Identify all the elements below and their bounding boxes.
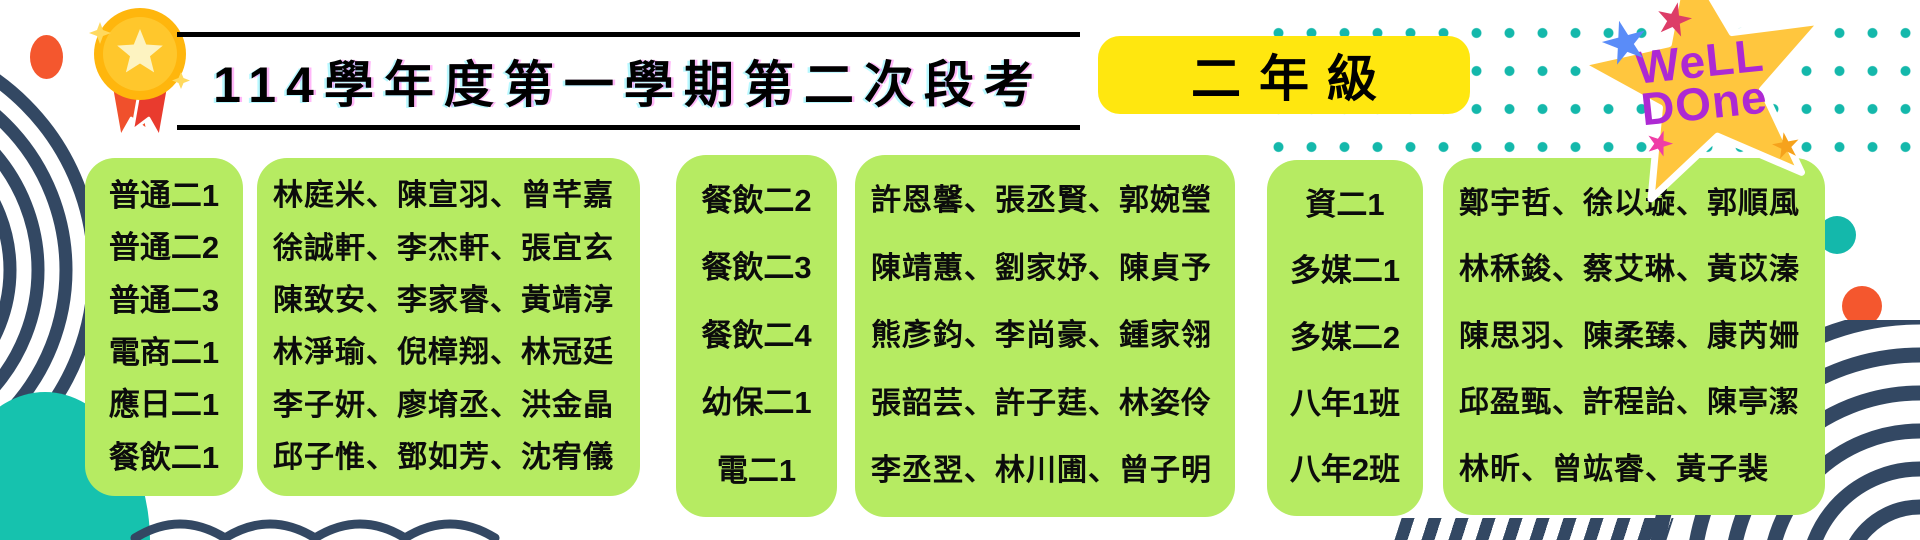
student-names: 熊彥鈞、李尚豪、鍾家翎 [871, 319, 1212, 353]
well-done-star-icon [1575, 0, 1827, 203]
class-list-panel-1: 普通二1 普通二2 普通二3 電商二1 應日二1 餐飲二1 [85, 158, 243, 496]
class-label: 普通二1 [108, 177, 220, 213]
student-names: 李丞翌、林川圃、曾子明 [871, 454, 1212, 488]
student-names: 鄭宇哲、徐以璇、郭順風 [1459, 186, 1800, 220]
student-names: 許恩馨、張丞賢、郭婉瑩 [871, 184, 1212, 218]
page-title: 114學年度第一學期第二次段考 [177, 32, 1080, 130]
class-label: 八年2班 [1289, 452, 1401, 488]
student-names: 林秝鋑、蔡艾琳、黃苡溱 [1459, 253, 1800, 287]
grade-badge: 二年級 [1098, 36, 1470, 114]
class-label: 資二1 [1305, 186, 1385, 222]
student-names: 陳靖蕙、劉家妤、陳貞予 [871, 251, 1212, 285]
student-names: 徐誠軒、李杰軒、張宜玄 [273, 231, 614, 265]
class-label: 電商二1 [108, 334, 220, 370]
student-names: 林淨瑜、倪樟翔、林冠廷 [273, 336, 614, 370]
class-label: 普通二2 [108, 230, 220, 266]
class-label: 應日二1 [108, 387, 220, 423]
class-label: 普通二3 [108, 282, 220, 318]
class-list-panel-2: 餐飲二2 餐飲二3 餐飲二4 幼保二1 電二1 [676, 155, 837, 517]
class-label: 八年1班 [1289, 386, 1401, 422]
class-label: 餐飲二4 [701, 317, 812, 353]
student-names: 李子妍、廖堉丞、洪金晶 [273, 388, 614, 422]
diagonal-stripes-decoration [1394, 518, 1674, 540]
student-names: 陳致安、李家睿、黃靖淳 [273, 284, 614, 318]
student-names: 邱盈甄、許程詒、陳亭潔 [1459, 386, 1800, 420]
student-names: 林庭米、陳宣羽、曾芊嘉 [273, 179, 614, 213]
student-names-panel-3: 鄭宇哲、徐以璇、郭順風 林秝鋑、蔡艾琳、黃苡溱 陳思羽、陳柔臻、康芮姍 邱盈甄、… [1443, 158, 1825, 515]
class-label: 餐飲二1 [108, 439, 220, 475]
orange-dot-decoration [30, 35, 63, 79]
bottom-wave-decoration [130, 519, 500, 540]
student-names: 陳思羽、陳柔臻、康芮姍 [1459, 319, 1800, 353]
class-label: 餐飲二3 [701, 250, 812, 286]
medal-icon [89, 8, 190, 139]
class-label: 多媒二1 [1289, 253, 1401, 289]
student-names: 邱子惟、鄧如芳、沈宥儀 [273, 441, 614, 475]
student-names: 張韶芸、許子莛、林姿伶 [871, 386, 1212, 420]
class-list-panel-3: 資二1 多媒二1 多媒二2 八年1班 八年2班 [1267, 160, 1423, 516]
class-label: 多媒二2 [1289, 319, 1401, 355]
class-label: 餐飲二2 [701, 182, 812, 218]
class-label: 電二1 [716, 452, 797, 488]
student-names-panel-1: 林庭米、陳宣羽、曾芊嘉 徐誠軒、李杰軒、張宜玄 陳致安、李家睿、黃靖淳 林淨瑜、… [257, 158, 640, 496]
student-names: 林昕、曾竑睿、黃子裴 [1459, 452, 1769, 486]
student-names-panel-2: 許恩馨、張丞賢、郭婉瑩 陳靖蕙、劉家妤、陳貞予 熊彥鈞、李尚豪、鍾家翎 張韶芸、… [855, 155, 1235, 517]
class-label: 幼保二1 [701, 385, 812, 421]
